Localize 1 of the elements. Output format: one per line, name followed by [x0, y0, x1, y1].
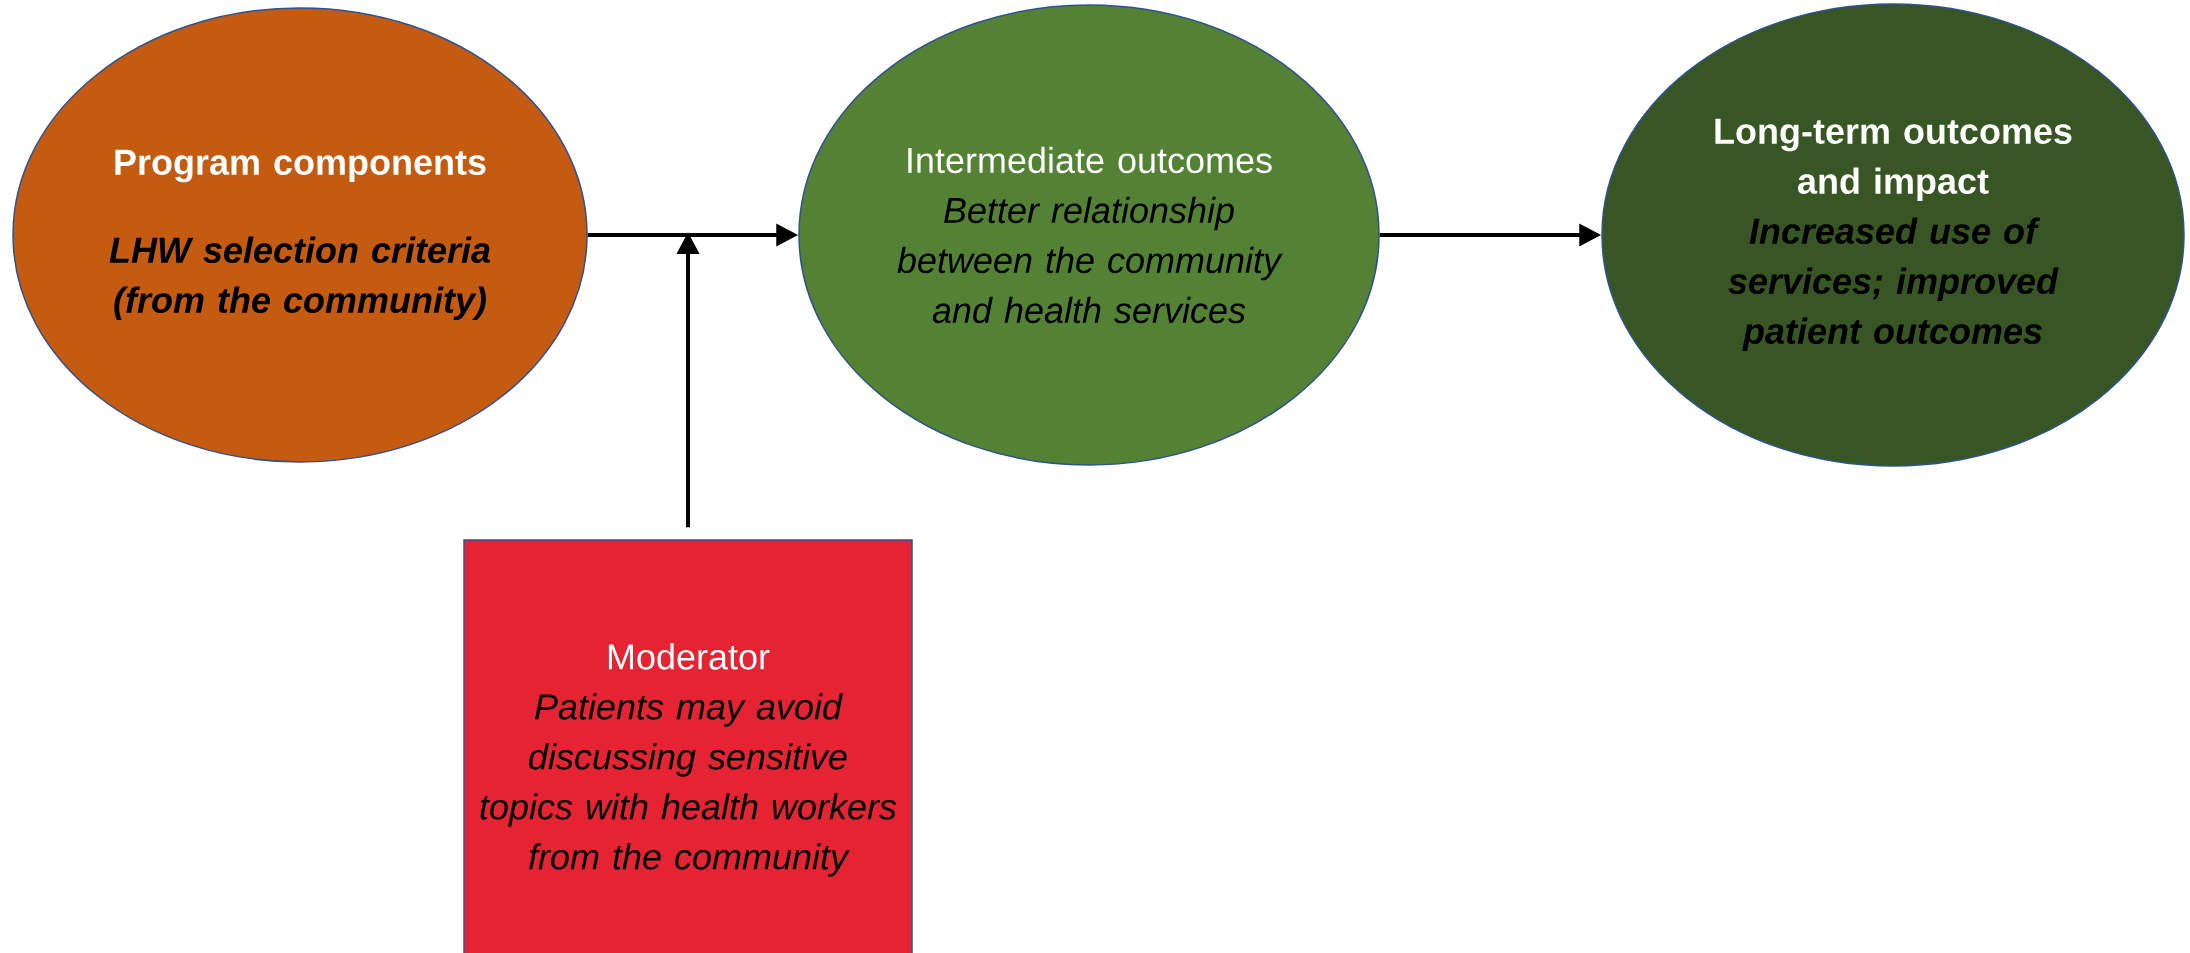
moderator-box: Moderator Patients may avoid discussing sensitive topics with health workers from the community	[463, 539, 913, 953]
